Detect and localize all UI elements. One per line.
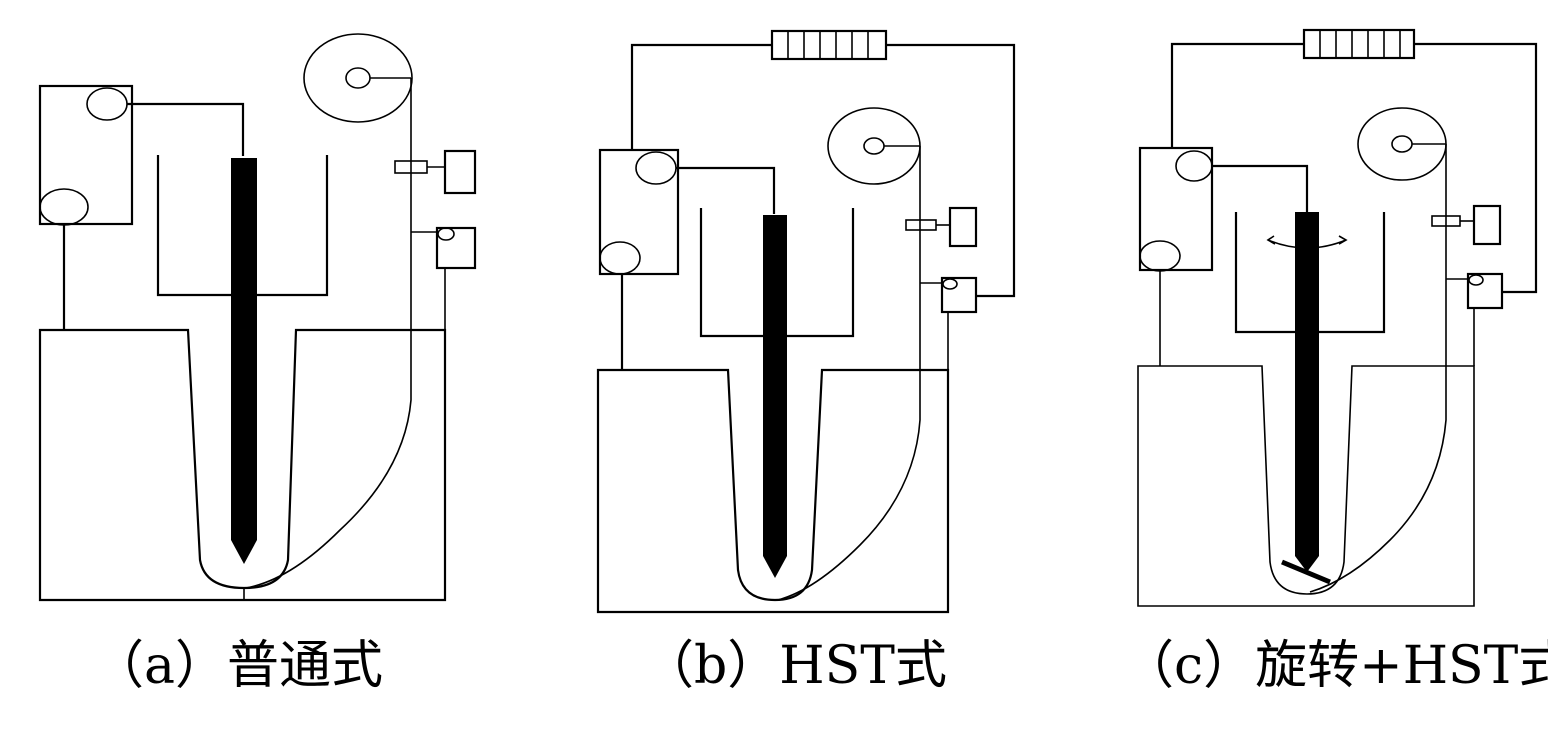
tension-motor xyxy=(948,206,978,248)
sensor-pulley xyxy=(437,227,455,241)
tension-motor xyxy=(1472,204,1502,246)
panel-c-diagram xyxy=(1137,28,1538,607)
circuit-wire-left xyxy=(630,43,772,150)
tension-roller xyxy=(905,219,937,231)
sensor-pulley xyxy=(942,278,958,290)
lower-pulley xyxy=(599,241,641,275)
power-supply-box xyxy=(1138,146,1214,272)
drum-hub xyxy=(863,137,885,155)
electrode-wire xyxy=(1212,164,1309,212)
caption-a: （a）普通式 xyxy=(92,636,384,696)
circuit-wire-left xyxy=(1170,42,1304,148)
sensor-box xyxy=(940,276,978,314)
panel-b-diagram xyxy=(596,29,1016,614)
drum-hub xyxy=(345,67,371,89)
electrode-tip-blade xyxy=(1281,559,1331,585)
power-supply-box xyxy=(598,148,680,276)
caption-c: （c）旋转+HST式 xyxy=(1122,636,1548,696)
electrode-wire xyxy=(127,102,245,156)
caption-b: （b）HST式 xyxy=(642,636,947,696)
power-supply-box xyxy=(38,84,134,226)
tool-electrode xyxy=(231,158,257,564)
circuit-wire-right xyxy=(1414,42,1538,294)
rotation-arrowhead-right xyxy=(1338,235,1348,245)
sensor-box xyxy=(1466,272,1504,310)
upper-pulley xyxy=(635,151,677,185)
sensor-pulley xyxy=(1468,274,1484,286)
feed-wire xyxy=(777,146,921,601)
circuit-wire-right xyxy=(886,43,1016,298)
feed-wire xyxy=(245,78,412,589)
tool-electrode xyxy=(763,215,787,578)
panel-a-diagram xyxy=(38,33,477,602)
rotation-arrowhead-left xyxy=(1266,235,1276,245)
tool-electrode xyxy=(1295,212,1319,572)
tension-motor xyxy=(443,149,477,195)
upper-pulley xyxy=(86,87,128,121)
lower-pulley xyxy=(1139,240,1181,272)
feed-wire xyxy=(1309,144,1447,593)
wire-drum xyxy=(303,33,413,123)
electrode-wire xyxy=(676,166,776,214)
sensor-box xyxy=(435,226,477,270)
workpiece-block xyxy=(1137,365,1475,607)
drum-hub xyxy=(1391,135,1413,153)
lower-pulley xyxy=(39,188,89,226)
resistor xyxy=(770,29,888,61)
upper-pulley xyxy=(1175,150,1213,182)
